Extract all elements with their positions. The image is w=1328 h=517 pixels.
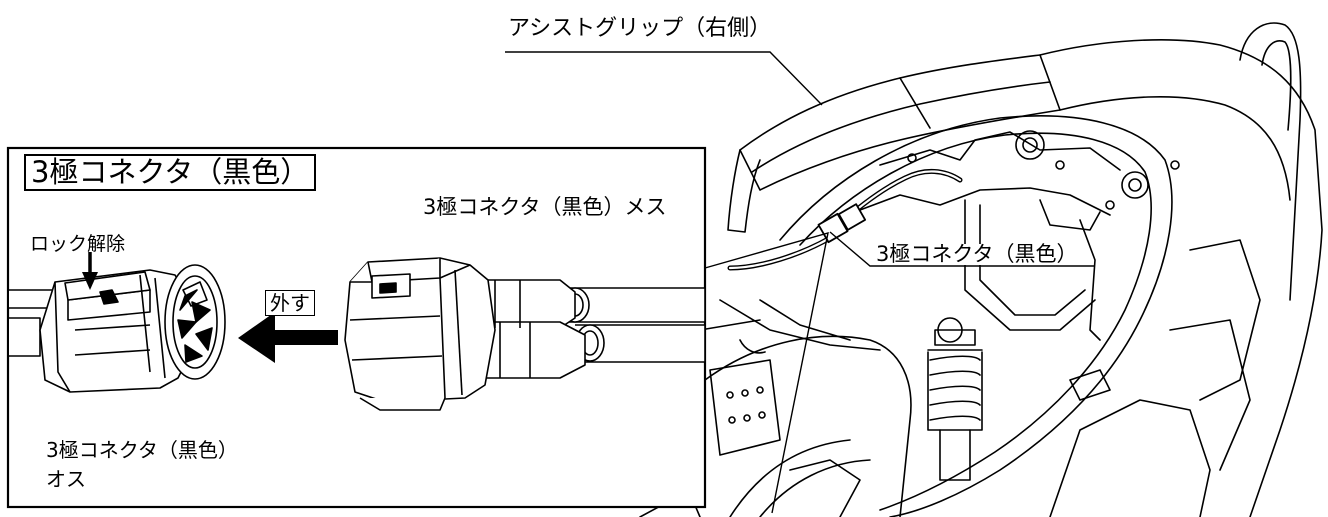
bike-connector-label: 3極コネクタ（黒色）: [874, 242, 1080, 266]
male-connector: [9, 264, 226, 393]
disconnect-arrow: [238, 312, 338, 363]
female-connector: [344, 257, 706, 411]
inset-title: 3極コネクタ（黒色）: [24, 154, 317, 191]
lock-release-arrow: [82, 252, 98, 290]
disconnect-label: 外す: [265, 290, 315, 316]
bike-connector-harness: [727, 169, 963, 271]
connector-male-sublabel: オス: [46, 467, 86, 491]
connector-male-label: 3極コネクタ（黒色）: [46, 438, 238, 462]
assist-grip-label: アシストグリップ（右側）: [508, 16, 772, 41]
lock-release-label: ロック解除: [30, 233, 126, 255]
connector-female-label: 3極コネクタ（黒色）メス: [423, 195, 667, 219]
motorcycle-illustration: [599, 22, 1323, 517]
